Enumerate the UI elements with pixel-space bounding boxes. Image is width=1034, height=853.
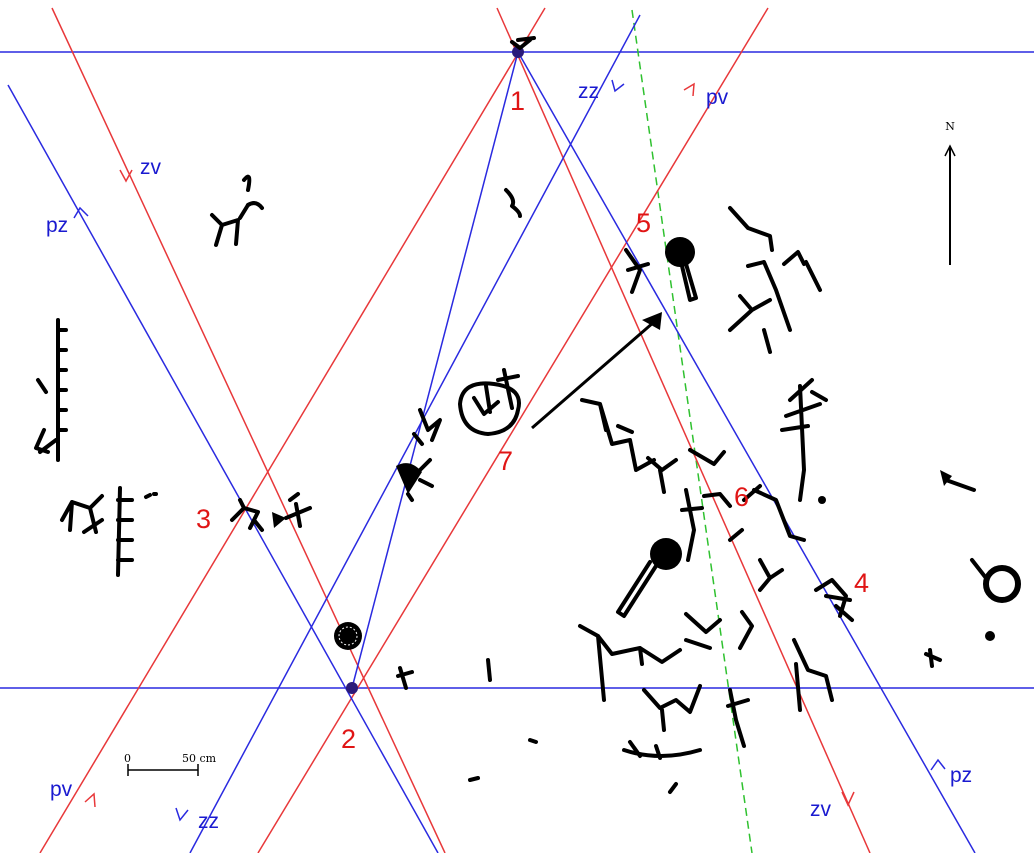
glyph-right-tree xyxy=(780,378,828,502)
glyph-boat-7 xyxy=(458,381,521,436)
blue-line-pz-left xyxy=(7,84,439,853)
glyph-near-5-human xyxy=(624,248,650,294)
red-line-zv-left xyxy=(51,7,446,853)
glyph-near-3-solid xyxy=(272,512,286,528)
scale-length: 50 cm xyxy=(182,752,217,765)
arrow-zz-top xyxy=(611,79,625,93)
glyph-boat-7-right xyxy=(496,368,520,410)
glyph-left-ship xyxy=(116,486,134,577)
glyph-lower-frame xyxy=(684,612,722,650)
arrowheads xyxy=(73,79,946,822)
blue-line-zz-inner xyxy=(351,51,519,689)
glyph-top-right-1 xyxy=(728,206,774,252)
glyph-near-3 xyxy=(230,498,264,532)
scale-bar: 0 50 cm xyxy=(124,752,217,776)
glyph-left-comb xyxy=(56,318,68,462)
glyph-left-figure xyxy=(34,378,58,454)
arrow-pz-left xyxy=(73,206,89,219)
point-label-7: 7 xyxy=(498,446,513,476)
horizontal-lines xyxy=(0,51,1034,689)
glyph-lower-human-2 xyxy=(726,610,754,748)
glyph-squiggle-center xyxy=(504,188,522,218)
glyph-near-6 xyxy=(702,484,806,542)
north-arrow-head xyxy=(944,144,956,157)
point-label-5: 5 xyxy=(636,208,651,238)
arrow-zz-bottom xyxy=(175,807,189,822)
glyph-mid-small xyxy=(486,658,492,682)
line-label-zv-top: zv xyxy=(140,156,162,179)
glyph-right-axe-shaft xyxy=(944,478,976,492)
glyph-circle-near-2 xyxy=(334,622,362,650)
point-label-3: 3 xyxy=(196,504,211,534)
glyph-top-right-2 xyxy=(746,250,806,332)
north-label: N xyxy=(945,120,955,133)
blue-line-pz-right xyxy=(517,51,976,853)
red-line-from-1-left xyxy=(39,7,546,853)
point-label-2: 2 xyxy=(341,724,356,754)
green-dashed-line xyxy=(631,9,753,853)
glyph-big-dot-5 xyxy=(665,237,695,267)
glyph-top-right-3 xyxy=(728,260,822,354)
glyph-lower-mid-1 xyxy=(758,558,784,592)
glyph-dot-right xyxy=(818,496,826,504)
glyph-big-dot-lower xyxy=(650,538,682,570)
arrow-pv-bottom xyxy=(84,792,96,808)
point-label-6: 6 xyxy=(734,482,749,512)
glyph-axe-head-upper xyxy=(642,312,662,330)
point-labels: 1 2 3 4 5 6 7 xyxy=(196,86,869,754)
intersection-dot-2 xyxy=(346,682,358,694)
glyph-near-2-human xyxy=(396,666,414,690)
line-label-zz-bottom: zz xyxy=(198,810,219,833)
glyph-near-4 xyxy=(814,578,854,622)
line-label-pz-left: pz xyxy=(46,214,68,237)
line-label-zv-bottom: zv xyxy=(810,798,832,821)
glyph-center-animal xyxy=(396,463,422,494)
petroglyph-figures xyxy=(34,36,1021,794)
glyph-left-animal xyxy=(60,494,104,534)
line-labels: zv zv pz pz zz zz pv pv xyxy=(46,80,972,833)
line-label-pv-bottom: pv xyxy=(50,778,73,801)
red-line-zv-right xyxy=(496,7,871,853)
glyph-bottom-boat xyxy=(622,740,702,760)
glyph-lower-figures xyxy=(578,624,682,702)
glyph-bottom-small xyxy=(468,738,678,794)
line-label-zz-top: zz xyxy=(578,80,599,103)
line-label-pz-right: pz xyxy=(950,764,972,787)
red-line-pv-lower xyxy=(257,7,769,853)
glyph-center-animal-legs xyxy=(406,458,434,502)
glyph-lower-boot xyxy=(792,638,834,712)
scale-zero: 0 xyxy=(124,752,131,765)
glyph-center-ladder xyxy=(412,408,442,446)
glyph-squiggle xyxy=(242,174,264,210)
glyph-near-1 xyxy=(510,36,536,50)
glyph-right-ring xyxy=(983,565,1021,603)
point-label-1: 1 xyxy=(510,86,525,116)
glyph-right-small xyxy=(924,648,942,668)
arrow-zv-top xyxy=(119,169,133,183)
glyph-mid-figures-2 xyxy=(646,448,726,494)
glyph-boat-7-inner xyxy=(472,384,500,416)
glyph-right-dot xyxy=(985,631,995,641)
glyph-circle-near-2-inner xyxy=(338,626,358,646)
arrow-pv-top xyxy=(683,82,695,97)
glyph-bottom-figures xyxy=(642,684,702,732)
point-label-4: 4 xyxy=(854,568,869,598)
glyph-near-3-human xyxy=(284,492,312,528)
glyph-left-dots xyxy=(144,492,158,499)
north-arrow: N xyxy=(944,120,956,265)
glyph-axe-shaft-upper xyxy=(531,320,655,430)
glyph-big-dot-5-handle xyxy=(680,262,698,302)
glyph-human-top-left xyxy=(210,203,250,247)
line-label-pv-top: pv xyxy=(706,86,729,109)
glyph-right-ring-handle xyxy=(970,558,988,580)
glyph-mid-figures-1 xyxy=(580,398,656,472)
red-lines xyxy=(39,7,871,853)
glyph-center-human-lower xyxy=(680,488,744,562)
glyph-big-dot-lower-handle xyxy=(616,560,658,618)
arrow-pz-right xyxy=(930,758,946,771)
arrow-zv-bottom xyxy=(841,791,855,807)
